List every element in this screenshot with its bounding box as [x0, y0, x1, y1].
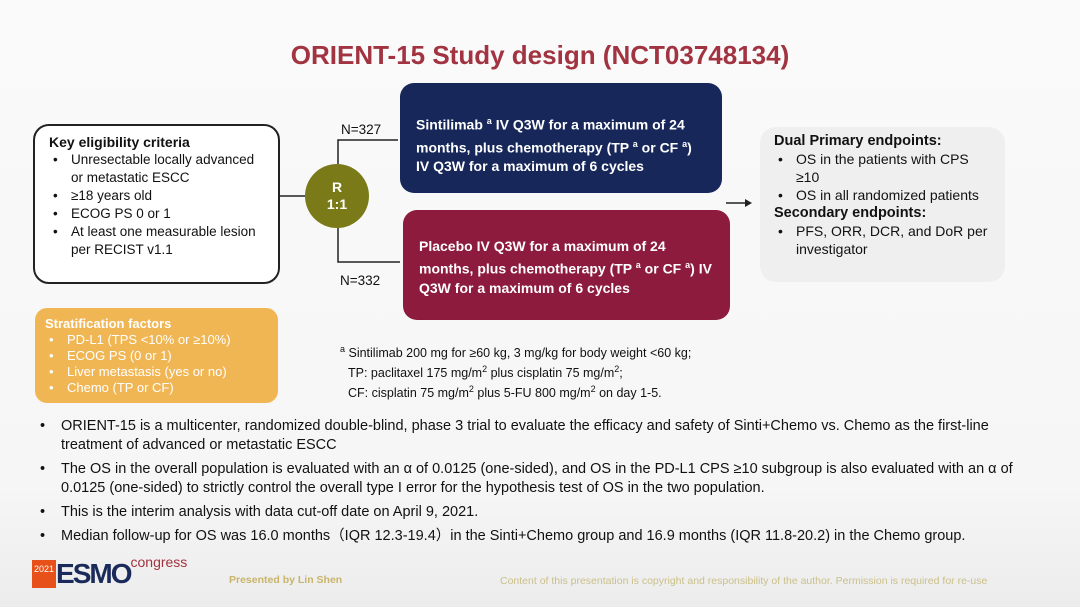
stratification-item: PD-L1 (TPS <10% or ≥10%): [45, 332, 268, 348]
text: ) IV Q3W for a maximum of 6 cycles: [419, 260, 712, 296]
randomization-circle: R 1:1: [305, 164, 369, 228]
eligibility-item: Unresectable locally advanced or metasta…: [49, 151, 264, 187]
summary-bullets: ORIENT-15 is a multicenter, randomized d…: [40, 417, 1040, 551]
stratification-box: Stratification factors PD-L1 (TPS <10% o…: [35, 308, 278, 403]
logo-text: ESMO: [56, 558, 132, 589]
endpoints-box: Dual Primary endpoints: OS in the patien…: [760, 127, 1005, 282]
text: TP: paclitaxel 175 mg/m: [348, 366, 483, 381]
eligibility-item: ≥18 years old: [49, 187, 264, 205]
secondary-endpoints-heading: Secondary endpoints:: [774, 205, 927, 221]
sup: a: [685, 260, 691, 270]
eligibility-item: At least one measurable lesion per RECIS…: [49, 223, 264, 259]
stratification-item: ECOG PS (0 or 1): [45, 348, 268, 364]
sup: a: [635, 260, 641, 270]
text: IV Q3W for a maximum of 24 months, plus …: [416, 116, 685, 156]
primary-endpoints-heading: Dual Primary endpoints:: [774, 133, 942, 149]
sup: a: [340, 344, 346, 354]
text: plus cisplatin 75 mg/m: [487, 366, 615, 381]
text: on day 1-5.: [595, 386, 662, 401]
n-arm1: N=327: [341, 122, 382, 137]
summary-bullet: ORIENT-15 is a multicenter, randomized d…: [40, 417, 1040, 455]
stratification-item: Liver metastasis (yes or no): [45, 364, 268, 380]
slide-title: ORIENT-15 Study design (NCT03748134): [290, 40, 790, 70]
secondary-endpoint: PFS, ORR, DCR, and DoR per investigator: [774, 222, 991, 258]
summary-bullet: This is the interim analysis with data c…: [40, 503, 1040, 522]
stratification-heading: Stratification factors: [45, 316, 172, 331]
summary-bullet: The OS in the overall population is eval…: [40, 460, 1040, 498]
eligibility-item: ECOG PS 0 or 1: [49, 205, 264, 223]
text: ) IV Q3W for a maximum of 6 cycles: [416, 139, 692, 175]
text: Sintilimab: [416, 116, 487, 133]
sup: a: [632, 138, 638, 149]
placebo-arm-box: Placebo IV Q3W for a maximum of 24 month…: [403, 210, 730, 320]
stratification-item: Chemo (TP or CF): [45, 380, 268, 396]
sup: 2: [482, 364, 488, 375]
logo-year: 2021: [32, 560, 57, 588]
esmo-logo: 2021 ESMO congress: [32, 554, 187, 589]
eligibility-criteria-box: Key eligibility criteria Unresectable lo…: [33, 124, 280, 284]
copyright-notice: Content of this presentation is copyrigh…: [500, 575, 988, 587]
text: Sintilimab 200 mg for ≥60 kg, 3 mg/kg fo…: [345, 346, 692, 361]
eligibility-heading: Key eligibility criteria: [49, 134, 190, 150]
dosing-footnote: a Sintilimab 200 mg for ≥60 kg, 3 mg/kg …: [340, 341, 691, 401]
sup: 2: [614, 364, 620, 375]
randomization-ratio: 1:1: [326, 196, 348, 212]
randomization-label: R: [331, 179, 343, 195]
text: or CF: [640, 260, 686, 277]
logo-congress: congress: [130, 554, 188, 570]
text: plus 5-FU 800 mg/m: [473, 386, 591, 401]
presenter: Presented by Lin Shen: [229, 574, 343, 586]
text: ;: [619, 366, 623, 381]
text: Placebo IV Q3W for a maximum of 24 month…: [419, 238, 666, 277]
sup: a: [486, 116, 492, 126]
sup: 2: [590, 384, 596, 395]
sup: 2: [468, 384, 474, 395]
text: CF: cisplatin 75 mg/m: [348, 386, 469, 401]
summary-bullet: Median follow-up for OS was 16.0 months（…: [40, 527, 1040, 546]
primary-endpoint: OS in all randomized patients: [774, 186, 991, 204]
primary-endpoint: OS in the patients with CPS ≥10: [774, 150, 991, 186]
sup: a: [682, 138, 688, 149]
n-arm2: N=332: [340, 273, 381, 288]
text: or CF: [637, 139, 683, 156]
sintilimab-arm-box: Sintilimab a IV Q3W for a maximum of 24 …: [400, 83, 722, 193]
